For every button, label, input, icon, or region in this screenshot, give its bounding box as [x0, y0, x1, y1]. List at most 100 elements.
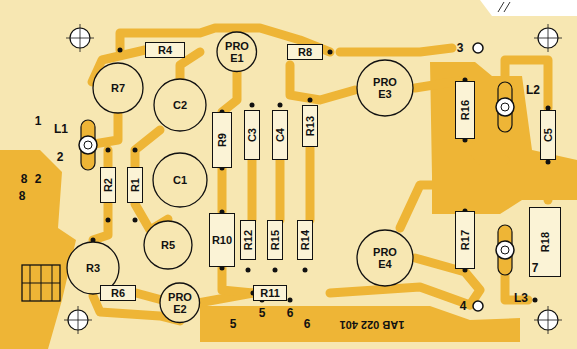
- component-box: R10: [209, 213, 235, 267]
- component-box: R6: [100, 285, 136, 300]
- test-pad: [473, 301, 483, 311]
- copper-trace: [136, 293, 162, 300]
- terminal-lines: [22, 265, 60, 301]
- component-label: R9: [216, 133, 228, 147]
- hole-cross: [66, 24, 94, 52]
- component-label: R12: [242, 230, 254, 250]
- component-label: R6: [111, 287, 125, 299]
- component-label: R18: [539, 232, 551, 252]
- copper-trace: [222, 72, 237, 112]
- callout-number: 2: [57, 151, 64, 163]
- copper-trace: [290, 65, 355, 100]
- coil-hole: [84, 141, 92, 149]
- component-box: R15: [267, 220, 283, 260]
- circle-outline: [153, 153, 207, 207]
- copper-trace: [465, 140, 505, 160]
- component-box: C3: [244, 110, 260, 160]
- test-pad: [473, 43, 483, 53]
- circle-outline: [357, 230, 413, 286]
- component-box: R17: [455, 211, 475, 269]
- board-code: 1AB 022 401: [340, 319, 405, 330]
- pad: [546, 160, 551, 165]
- copper-trace: [340, 48, 452, 52]
- mounting-hole: [64, 24, 562, 334]
- callout-number: 5: [259, 307, 266, 319]
- copper-trace: [222, 268, 253, 293]
- component-circle: PRO E3: [356, 59, 414, 117]
- component-box: R9: [212, 112, 232, 168]
- callout-number: 8: [19, 190, 26, 202]
- callout-number: 6: [287, 307, 294, 319]
- circle-outline: [154, 79, 206, 131]
- coil-hole: [79, 136, 97, 154]
- component-box: R4: [145, 42, 185, 57]
- callout-number: 1: [35, 115, 42, 127]
- pad: [533, 298, 538, 303]
- component-box: R12: [240, 220, 256, 260]
- component-label: R5: [161, 239, 175, 251]
- component-label: C4: [274, 128, 286, 142]
- component-label: R13: [304, 116, 316, 136]
- component-label: R1: [129, 178, 141, 192]
- component-label: R16: [459, 100, 471, 120]
- copper-trace: [544, 162, 553, 200]
- pad: [288, 298, 293, 303]
- component-box: R2: [100, 167, 116, 203]
- pad: [278, 103, 283, 108]
- pad: [133, 148, 138, 153]
- component-box: R13: [302, 105, 318, 147]
- pad: [106, 218, 111, 223]
- callout-number: L2: [526, 84, 540, 96]
- component-box: R8: [287, 44, 323, 59]
- copper-pour: [200, 306, 520, 342]
- component-label: R10: [212, 234, 232, 246]
- copper-trace: [108, 130, 160, 166]
- cut-mark: [498, 2, 510, 12]
- copper-trace: [218, 168, 227, 212]
- hole-cross: [534, 306, 562, 334]
- callout-number: 4: [460, 300, 467, 312]
- component-label: R15: [269, 230, 281, 250]
- coil-hole: [501, 246, 509, 254]
- pad: [118, 48, 123, 53]
- component-label: PRO E2: [167, 291, 193, 315]
- callout-number: L3: [514, 292, 528, 304]
- component-label: C1: [173, 174, 187, 186]
- pad: [328, 50, 333, 55]
- component-circle: PRO E2: [159, 282, 201, 324]
- pad: [246, 268, 251, 273]
- component-box: R1: [127, 167, 143, 203]
- circle-outline: [144, 221, 192, 269]
- component-box: R16: [455, 81, 475, 139]
- component-label: R7: [111, 82, 125, 94]
- component-label: R3: [86, 262, 100, 274]
- component-label: C2: [173, 99, 187, 111]
- coil-hole: [496, 98, 514, 116]
- callout-number: 8: [21, 173, 28, 185]
- coil-hole: [501, 103, 509, 111]
- callout-number: L1: [54, 123, 68, 135]
- pad: [303, 268, 308, 273]
- component-label: R2: [102, 178, 114, 192]
- circle-outline: [217, 32, 257, 72]
- component-circle: PRO E4: [356, 229, 414, 287]
- hole-cross: [534, 24, 562, 52]
- terminal-block: [22, 265, 60, 301]
- component-box: R14: [297, 220, 313, 260]
- callout-number: 5: [230, 318, 237, 330]
- copper-pour: [0, 150, 76, 349]
- component-box: C5: [540, 110, 556, 160]
- component-circle: R7: [92, 62, 144, 114]
- pad: [106, 148, 111, 153]
- coil-hole: [496, 241, 514, 259]
- board-cutout: [480, 0, 577, 16]
- callout-number: 2: [35, 173, 42, 185]
- component-label: C5: [542, 128, 554, 142]
- component-circle: R5: [143, 220, 193, 270]
- circle-outline: [160, 283, 200, 323]
- component-circle: C2: [153, 78, 207, 132]
- callout-number: 6: [304, 318, 311, 330]
- pad: [250, 103, 255, 108]
